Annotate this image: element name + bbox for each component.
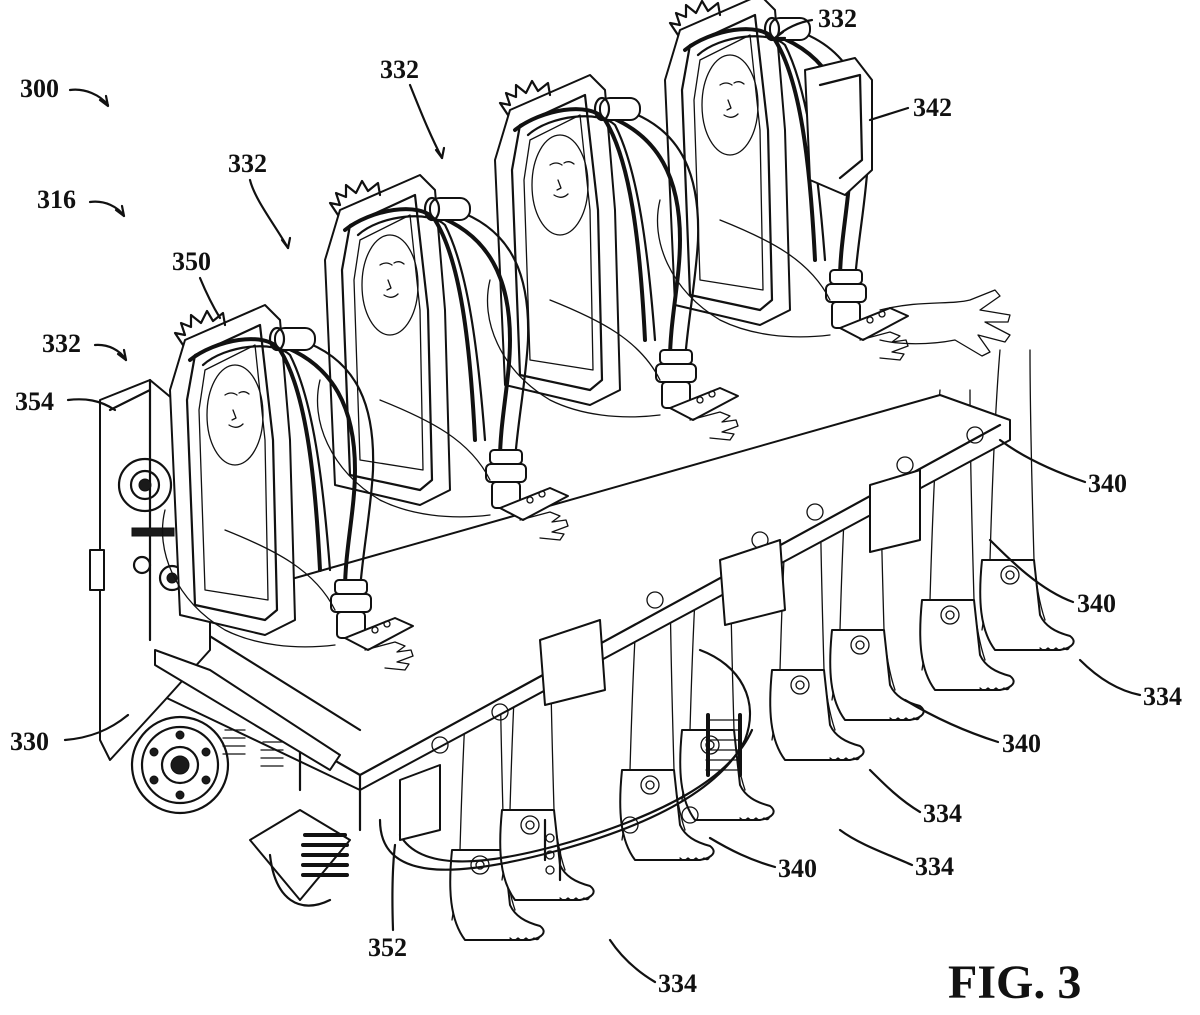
label-332-right: 332 — [818, 4, 857, 33]
label-340-d: 340 — [778, 854, 817, 883]
label-354: 354 — [15, 387, 54, 416]
control-module-342 — [805, 58, 872, 195]
label-334-c: 334 — [915, 852, 954, 881]
label-332-side: 332 — [42, 329, 81, 358]
label-342: 342 — [913, 93, 952, 122]
rider-hand — [880, 290, 1010, 356]
label-316: 316 — [37, 185, 76, 214]
label-332-left: 332 — [228, 149, 267, 178]
label-332-middle: 332 — [380, 55, 419, 84]
label-300: 300 — [20, 74, 59, 103]
label-334-d: 334 — [658, 969, 697, 998]
label-330: 330 — [10, 727, 49, 756]
label-340-b: 340 — [1077, 589, 1116, 618]
figure-title: FIG. 3 — [948, 956, 1081, 1009]
label-340-a: 340 — [1088, 469, 1127, 498]
label-352: 352 — [368, 933, 407, 962]
label-334-b: 334 — [923, 799, 962, 828]
label-340-c: 340 — [1002, 729, 1041, 758]
label-350: 350 — [172, 247, 211, 276]
label-334-a: 334 — [1143, 682, 1182, 711]
